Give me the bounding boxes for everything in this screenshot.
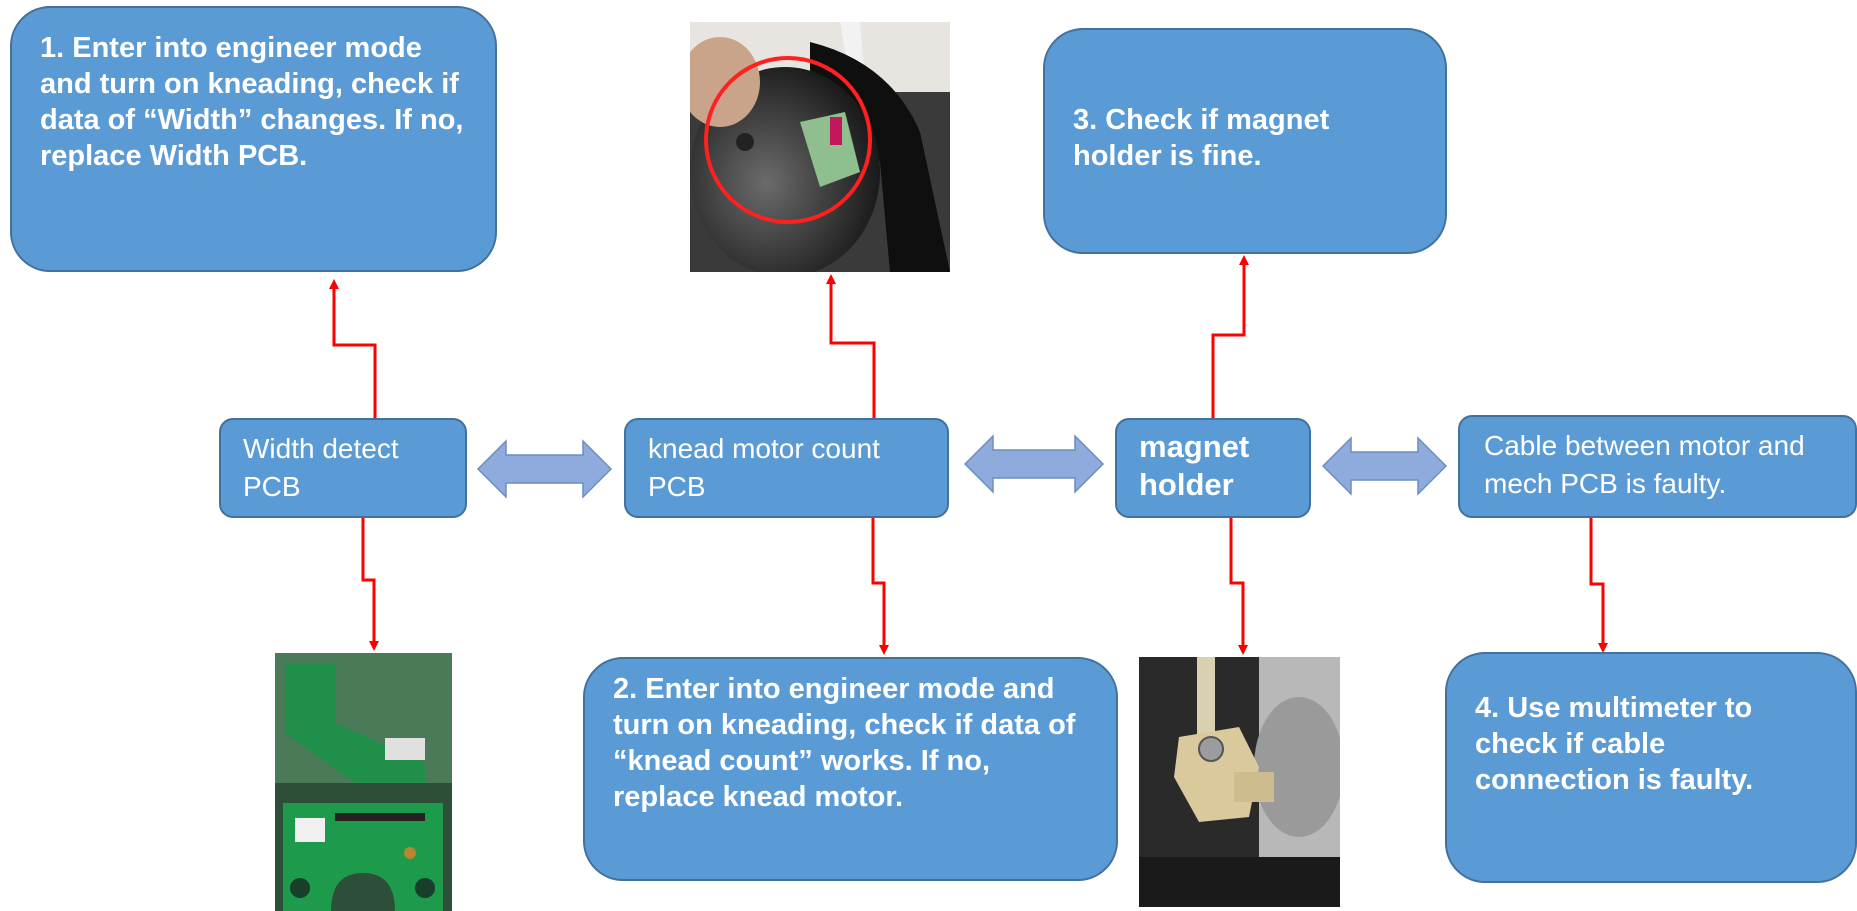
double-arrow-1	[476, 439, 613, 499]
width-detect-pcb-node: Width detect PCB	[219, 418, 467, 518]
magnet-holder-label: magnet holder	[1139, 429, 1250, 502]
arrow-width-down	[361, 518, 379, 651]
arrow-knead-down	[871, 518, 889, 655]
step-4-box: 4. Use multimeter to check if cable conn…	[1445, 652, 1857, 883]
arrow-magnet-down	[1229, 518, 1248, 655]
cable-faulty-label: Cable between motor and mech PCB is faul…	[1484, 430, 1805, 499]
step-3-text: 3. Check if magnet holder is fine.	[1073, 104, 1330, 172]
knead-pcb-photo	[690, 22, 950, 272]
arrow-cable-down	[1589, 518, 1608, 653]
step-1-text: 1. Enter into engineer mode and turn on …	[40, 32, 464, 172]
magnet-holder-node: magnet holder	[1115, 418, 1311, 518]
magnet-holder-photo	[1139, 657, 1340, 907]
step-3-box: 3. Check if magnet holder is fine.	[1043, 28, 1447, 254]
width-detect-pcb-label: Width detect PCB	[243, 433, 399, 502]
double-arrow-3	[1321, 436, 1448, 496]
step-1-box: 1. Enter into engineer mode and turn on …	[10, 6, 497, 272]
double-arrow-2	[963, 434, 1105, 494]
step-4-text: 4. Use multimeter to check if cable conn…	[1475, 692, 1754, 796]
width-pcb-photo	[275, 653, 452, 911]
knead-motor-count-pcb-node: knead motor count PCB	[624, 418, 949, 518]
cable-faulty-node: Cable between motor and mech PCB is faul…	[1458, 415, 1857, 518]
arrow-width-up	[329, 279, 377, 418]
arrow-knead-up	[826, 274, 876, 418]
arrow-magnet-up	[1211, 255, 1249, 418]
step-2-box: 2. Enter into engineer mode and turn on …	[583, 657, 1118, 881]
knead-motor-count-pcb-label: knead motor count PCB	[648, 433, 880, 502]
step-2-text: 2. Enter into engineer mode and turn on …	[613, 673, 1076, 813]
